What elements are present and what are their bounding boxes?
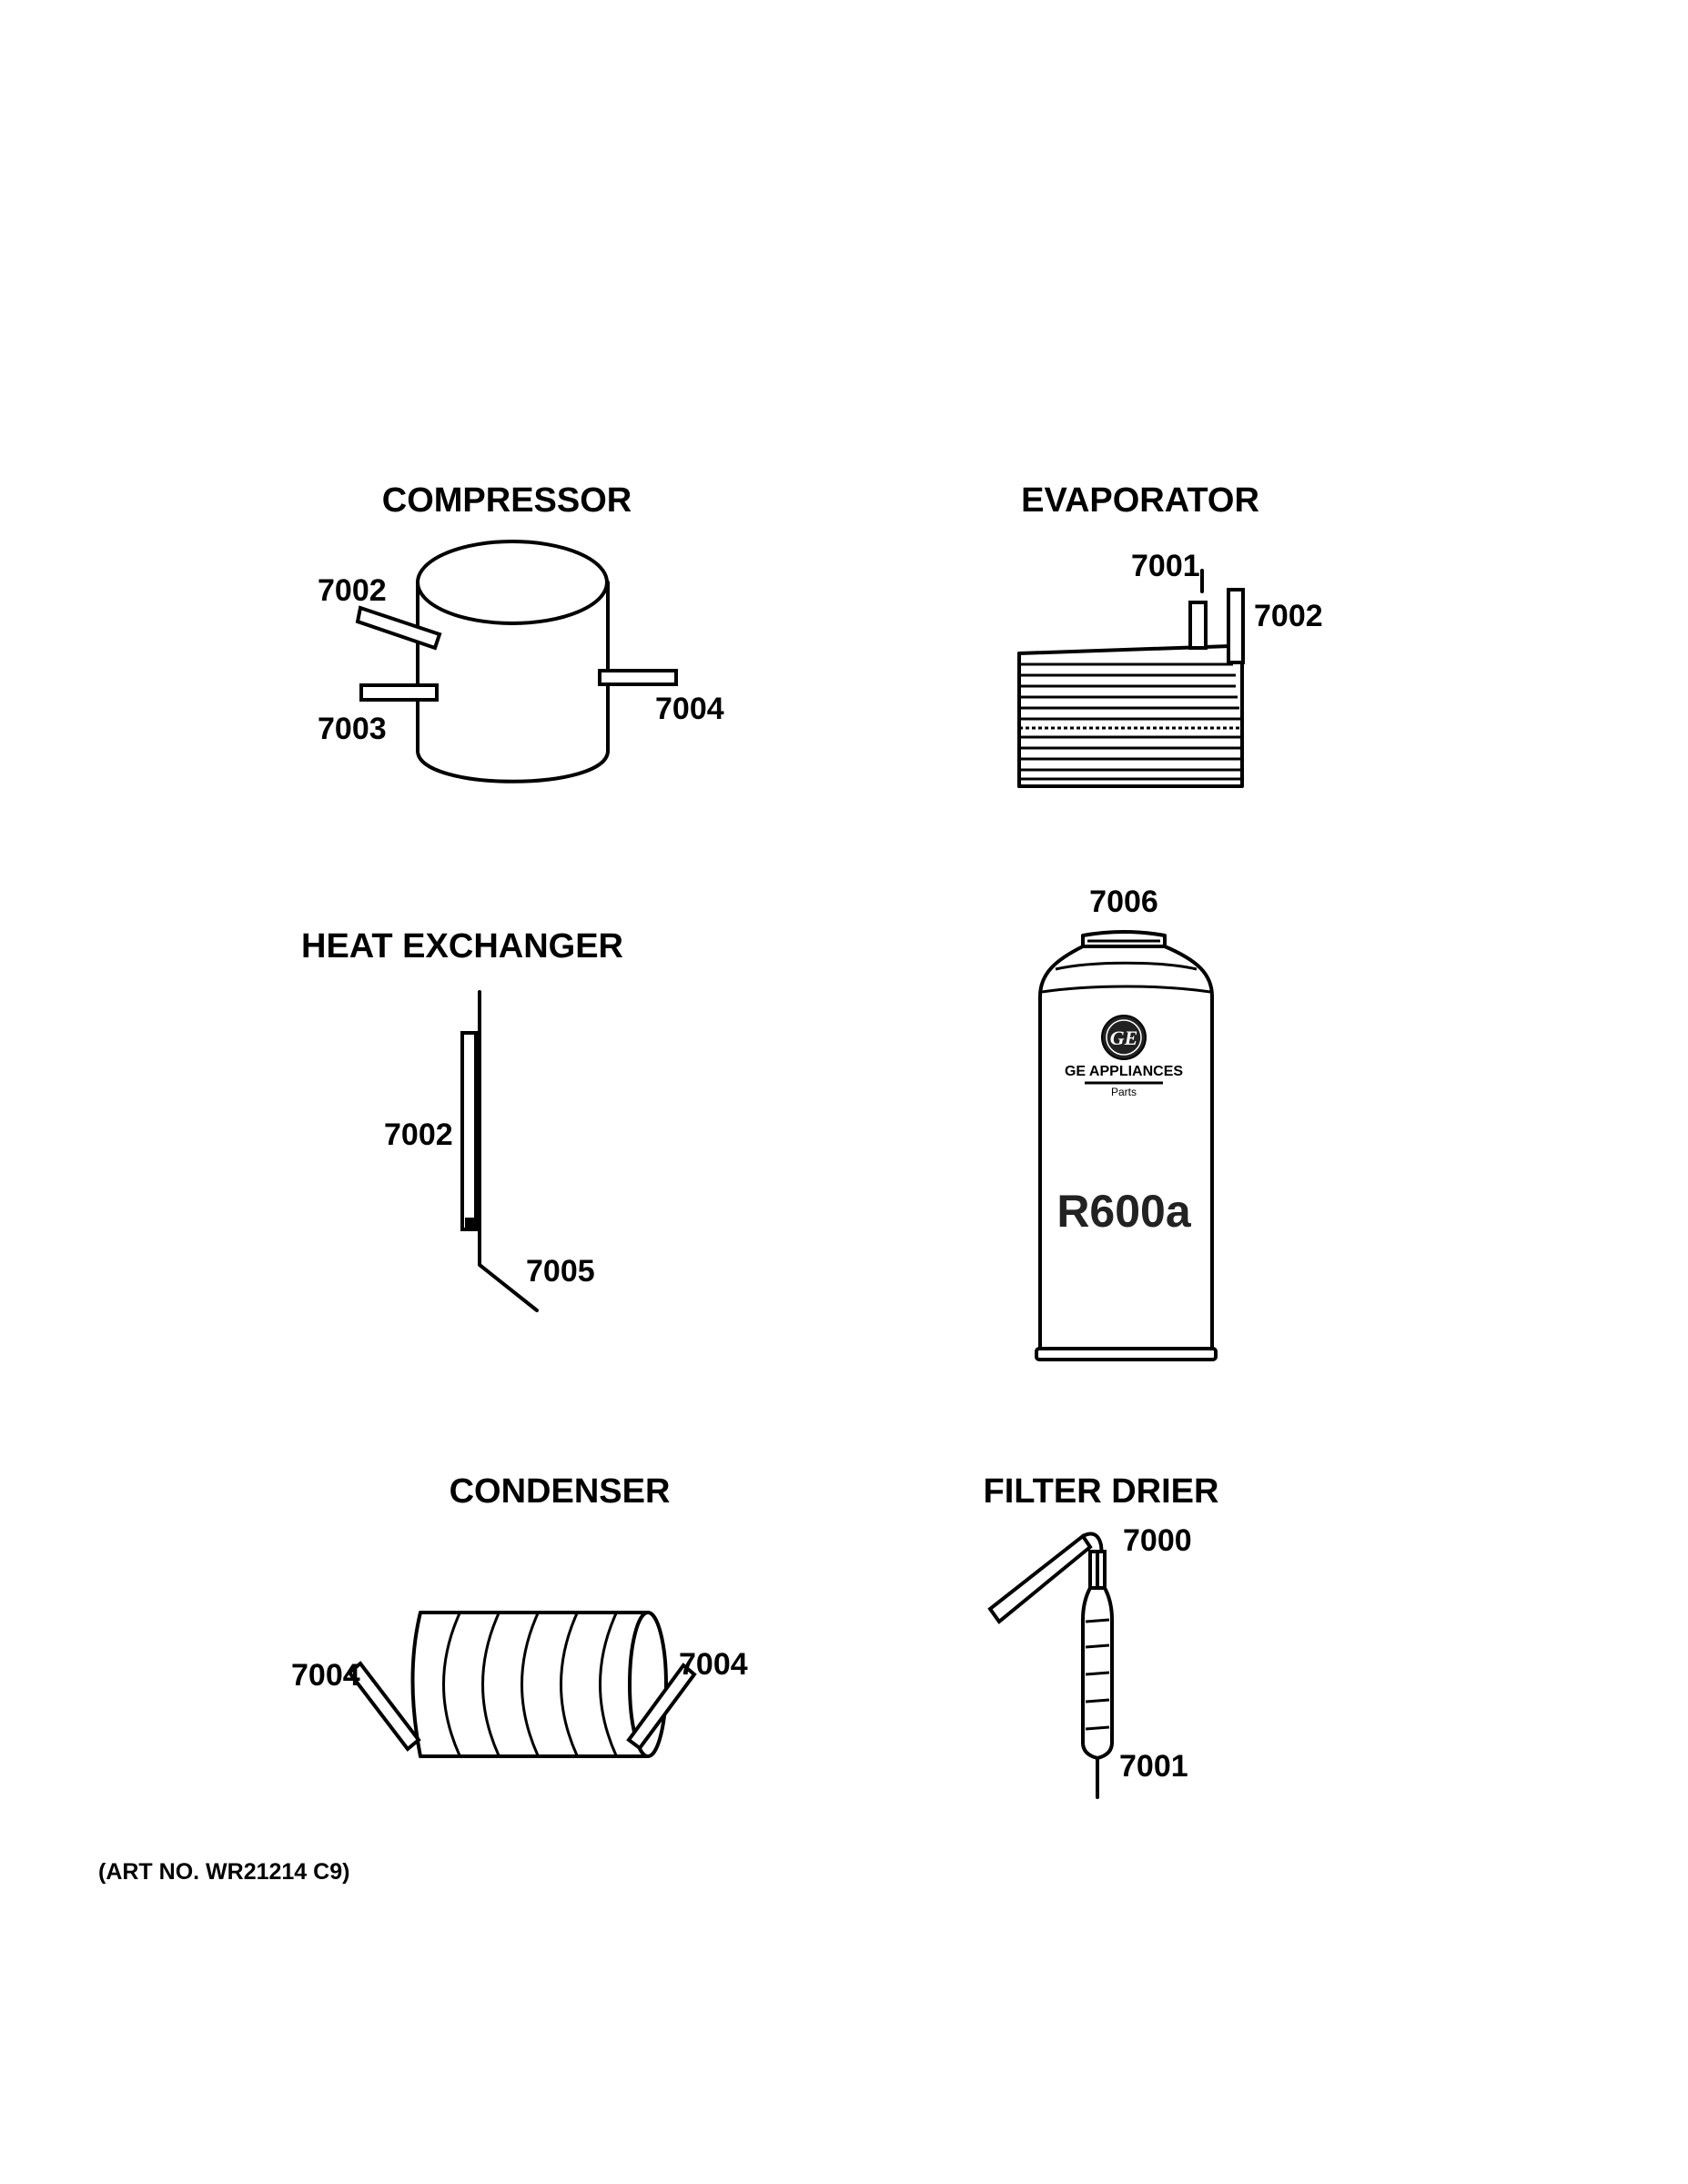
- heat-exchanger-title: HEAT EXCHANGER: [301, 927, 623, 966]
- filter-drier-label-7000: 7000: [1123, 1523, 1192, 1558]
- evaporator-label-7002: 7002: [1254, 599, 1323, 633]
- evaporator-drawing: [1017, 569, 1245, 788]
- refrigerant-gas-type: R600a: [1056, 1186, 1192, 1237]
- compressor-drawing: [355, 540, 678, 784]
- evaporator-label-7001: 7001: [1131, 549, 1200, 583]
- refrigerant-can-drawing: GE GE APPLIANCES Parts R600a: [1035, 930, 1218, 1361]
- heat-exchanger-drawing: [460, 990, 539, 1312]
- refrigerant-brand: GE APPLIANCES: [1065, 1064, 1183, 1079]
- art-number: (ART NO. WR21214 C9): [98, 1859, 349, 1885]
- ge-logo-text: GE: [1110, 1026, 1138, 1049]
- condenser-label-7004-right: 7004: [679, 1647, 748, 1682]
- refrigerant-label-7006: 7006: [1089, 885, 1158, 919]
- heat-exchanger-label-7002: 7002: [384, 1117, 453, 1152]
- compressor-label-7004: 7004: [655, 692, 724, 726]
- evaporator-group: EVAPORATOR: [1017, 481, 1323, 788]
- condenser-group: CONDENSER 7004 7004: [291, 1472, 748, 1758]
- refrigerant-brand-sub: Parts: [1111, 1086, 1137, 1098]
- evaporator-title: EVAPORATOR: [1021, 481, 1259, 520]
- refrigerant-can-group: 7006 GE GE APPLIANCES Parts R600a: [1035, 885, 1218, 1361]
- heat-exchanger-group: HEAT EXCHANGER 7002 7005: [301, 927, 623, 1312]
- filter-drier-title: FILTER DRIER: [984, 1472, 1219, 1511]
- filter-drier-group: FILTER DRIER 7000 7001: [984, 1472, 1219, 1799]
- condenser-drawing: [347, 1611, 697, 1758]
- filter-drier-drawing: [987, 1532, 1114, 1799]
- ge-logo: GE: [1101, 1015, 1147, 1060]
- compressor-title: COMPRESSOR: [382, 481, 632, 520]
- filter-drier-label-7001: 7001: [1119, 1749, 1188, 1784]
- compressor-label-7002: 7002: [318, 573, 387, 608]
- heat-exchanger-label-7005: 7005: [526, 1254, 595, 1289]
- compressor-group: COMPRESSOR 7002 7003 7004: [318, 481, 724, 784]
- condenser-label-7004-left: 7004: [291, 1658, 360, 1693]
- compressor-label-7003: 7003: [318, 712, 387, 746]
- condenser-title: CONDENSER: [450, 1472, 671, 1511]
